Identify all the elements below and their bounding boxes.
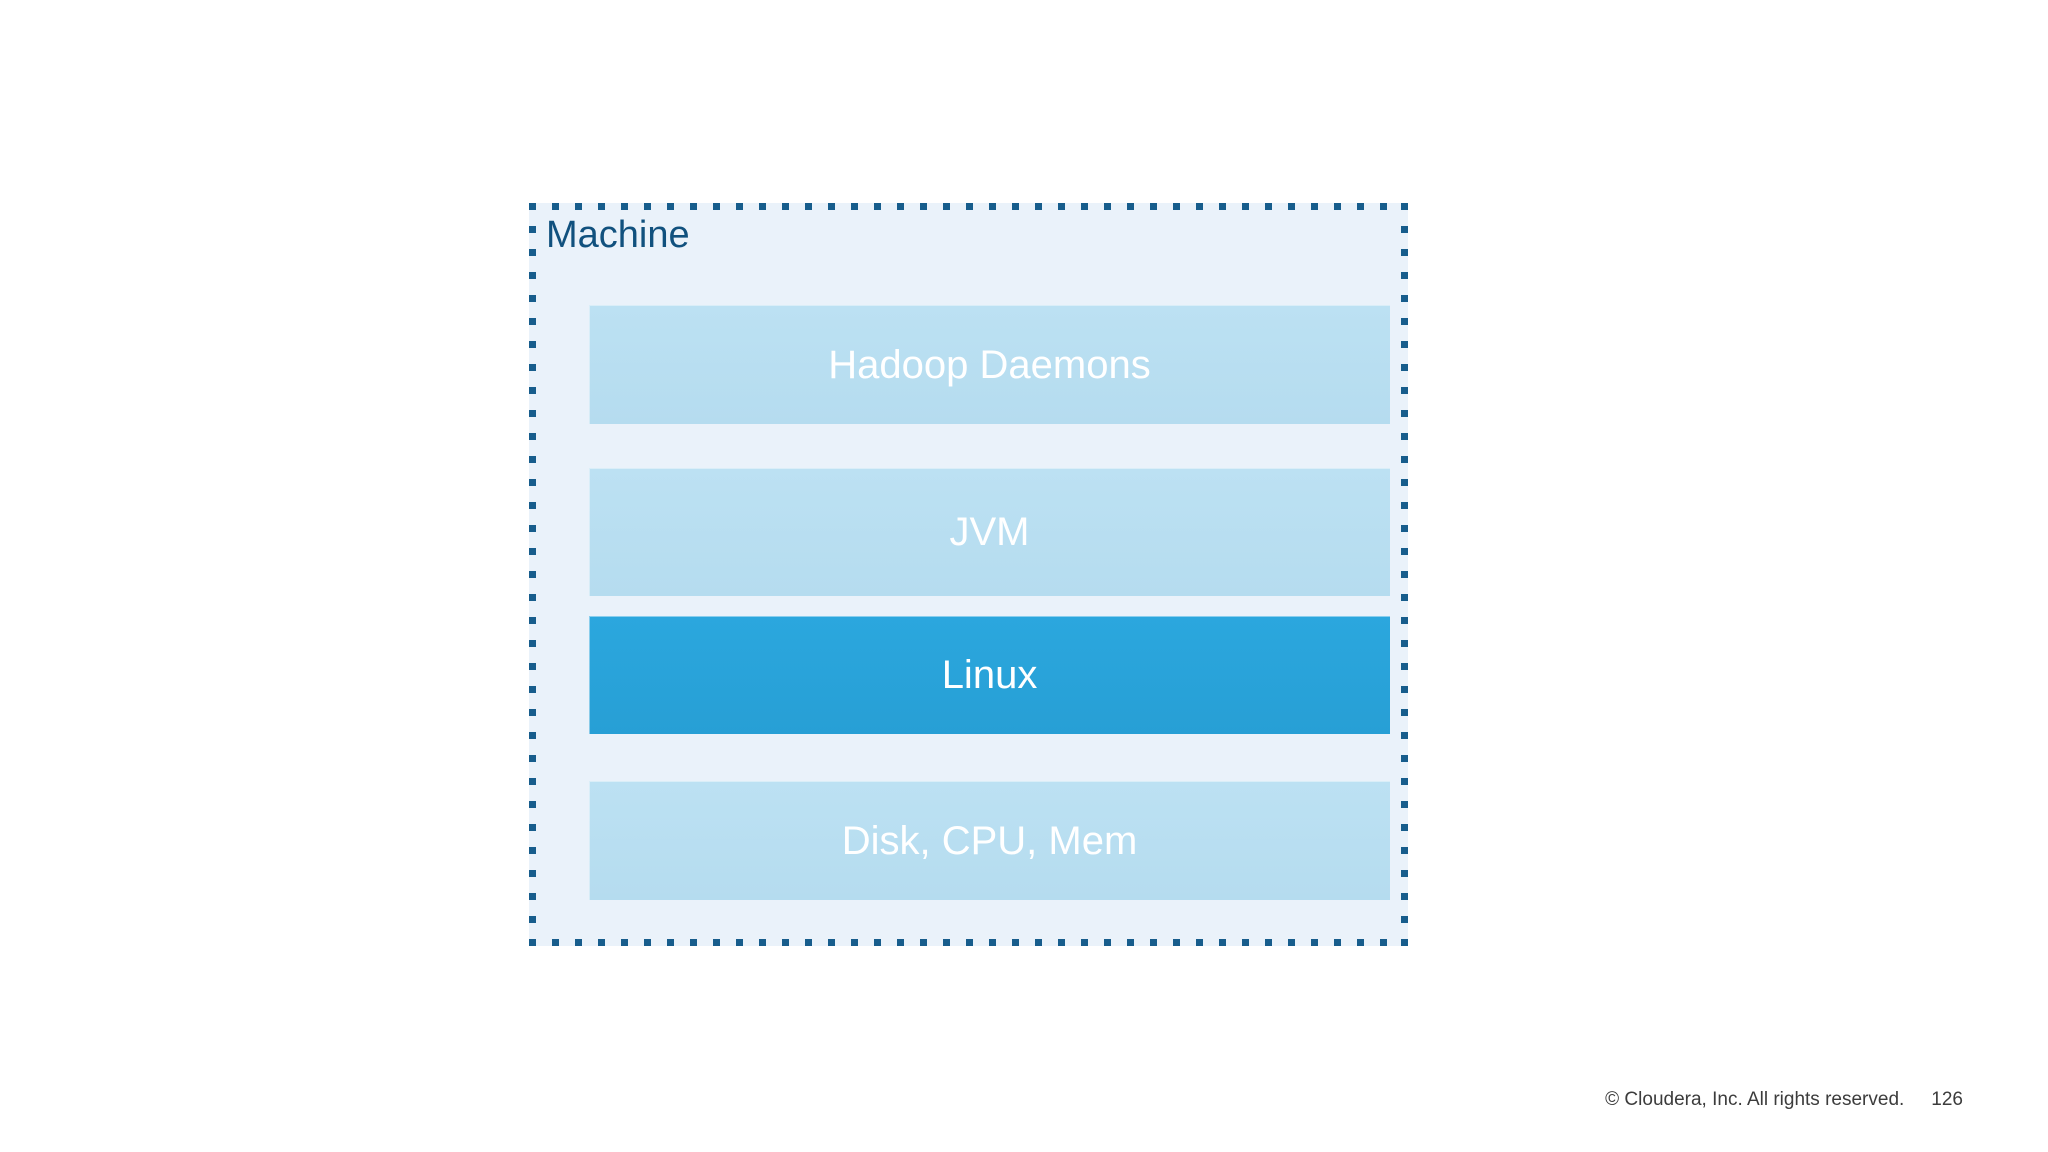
footer-page-number: 126 [1931, 1089, 1963, 1110]
layer-jvm: JVM [589, 468, 1390, 596]
machine-box: Machine Hadoop Daemons JVM Linux Disk, C… [529, 203, 1408, 946]
slide-footer: © Cloudera, Inc. All rights reserved. 12… [1605, 1089, 1963, 1111]
layer-hadoop-daemons: Hadoop Daemons [589, 305, 1390, 424]
layer-hadoop-daemons-label: Hadoop Daemons [828, 342, 1151, 387]
layer-linux: Linux [589, 616, 1390, 734]
layer-disk-cpu-mem: Disk, CPU, Mem [589, 781, 1390, 900]
layer-jvm-label: JVM [949, 510, 1030, 554]
machine-box-title: Machine [546, 214, 690, 256]
layer-disk-cpu-mem-label: Disk, CPU, Mem [841, 818, 1138, 863]
layer-linux-label: Linux [941, 653, 1038, 697]
footer-copyright: © Cloudera, Inc. All rights reserved. [1605, 1089, 1905, 1110]
